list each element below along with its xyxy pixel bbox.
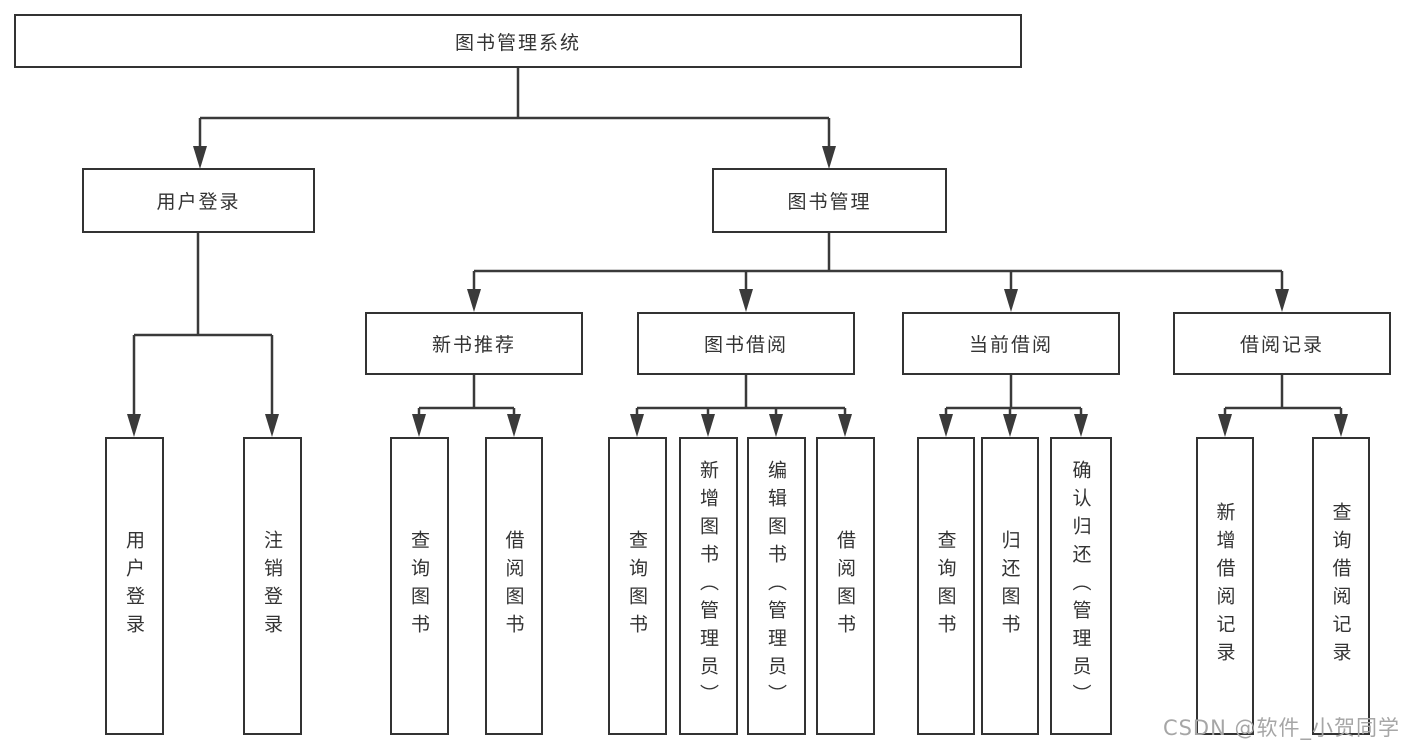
node-library-system: 图书管理系统: [14, 14, 1022, 68]
node-book-borrow: 图书借阅: [637, 312, 855, 375]
node-br-add-record: 新增借阅记录: [1196, 437, 1254, 735]
node-current-borrow: 当前借阅: [902, 312, 1120, 375]
node-cb-confirm-return: 确认归还（管理员）: [1050, 437, 1112, 735]
node-borrow-record: 借阅记录: [1173, 312, 1391, 375]
node-bb-edit-book: 编辑图书（管理员）: [747, 437, 806, 735]
node-cb-query-book: 查询图书: [917, 437, 975, 735]
node-book-management: 图书管理: [712, 168, 947, 233]
node-new-book-recommend: 新书推荐: [365, 312, 583, 375]
watermark: CSDN @软件_小贺同学: [1162, 716, 1400, 740]
node-user-login: 用户登录: [82, 168, 315, 233]
node-logout: 注销登录: [243, 437, 302, 735]
node-bb-query-book: 查询图书: [608, 437, 667, 735]
node-cb-return-book: 归还图书: [981, 437, 1039, 735]
node-bb-borrow-book: 借阅图书: [816, 437, 875, 735]
node-nb-query-book: 查询图书: [390, 437, 449, 735]
node-br-query-record: 查询借阅记录: [1312, 437, 1370, 735]
node-nb-borrow-book: 借阅图书: [485, 437, 543, 735]
node-login: 用户登录: [105, 437, 164, 735]
node-bb-add-book: 新增图书（管理员）: [679, 437, 738, 735]
